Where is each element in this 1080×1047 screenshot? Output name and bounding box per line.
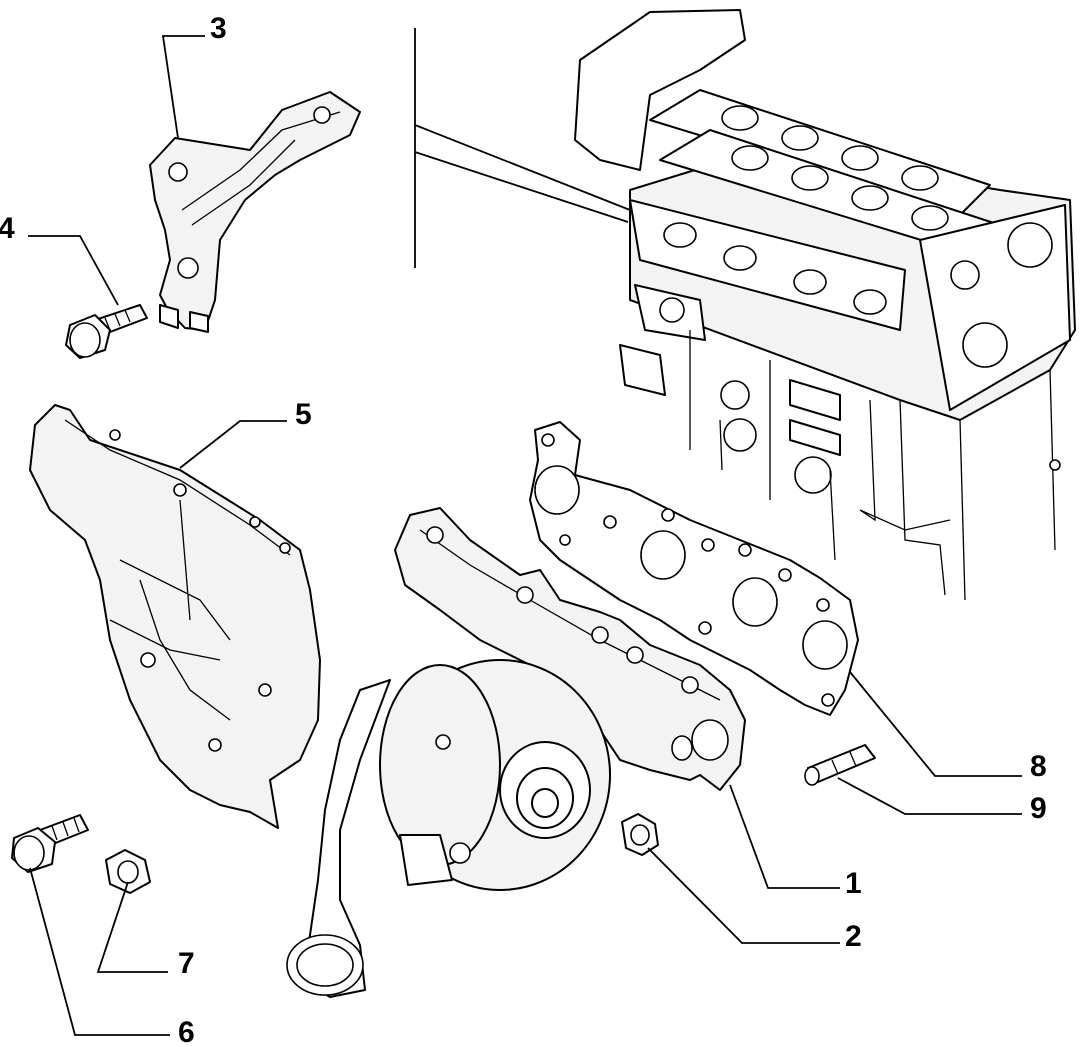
part-4-bolt (65, 304, 148, 359)
callout-8: 8 (1030, 750, 1047, 783)
camshaft-lobes (721, 105, 949, 231)
leader-lines (28, 35, 1022, 1036)
part-5-heat-shield (29, 404, 321, 829)
part-9-stud (804, 744, 876, 786)
exhaust-ports (663, 222, 887, 315)
cylinder-head (414, 9, 1076, 601)
callout-5: 5 (295, 398, 312, 431)
callout-6: 6 (178, 1016, 195, 1047)
callout-9: 9 (1030, 792, 1047, 825)
callout-4: 4 (0, 212, 15, 245)
part-3-bracket (149, 91, 361, 333)
part-8-gasket (529, 421, 859, 716)
part-1-manifold-turbocharger (286, 507, 746, 998)
callout-1: 1 (845, 867, 862, 900)
callout-3: 3 (210, 12, 227, 45)
part-7-nut (105, 849, 151, 894)
callout-7: 7 (178, 947, 195, 980)
part-6-bolt (11, 814, 89, 873)
part-2-nut (621, 813, 659, 856)
callout-2: 2 (845, 920, 862, 953)
callout-labels: 3 4 5 8 9 1 2 7 6 (0, 12, 1047, 1047)
